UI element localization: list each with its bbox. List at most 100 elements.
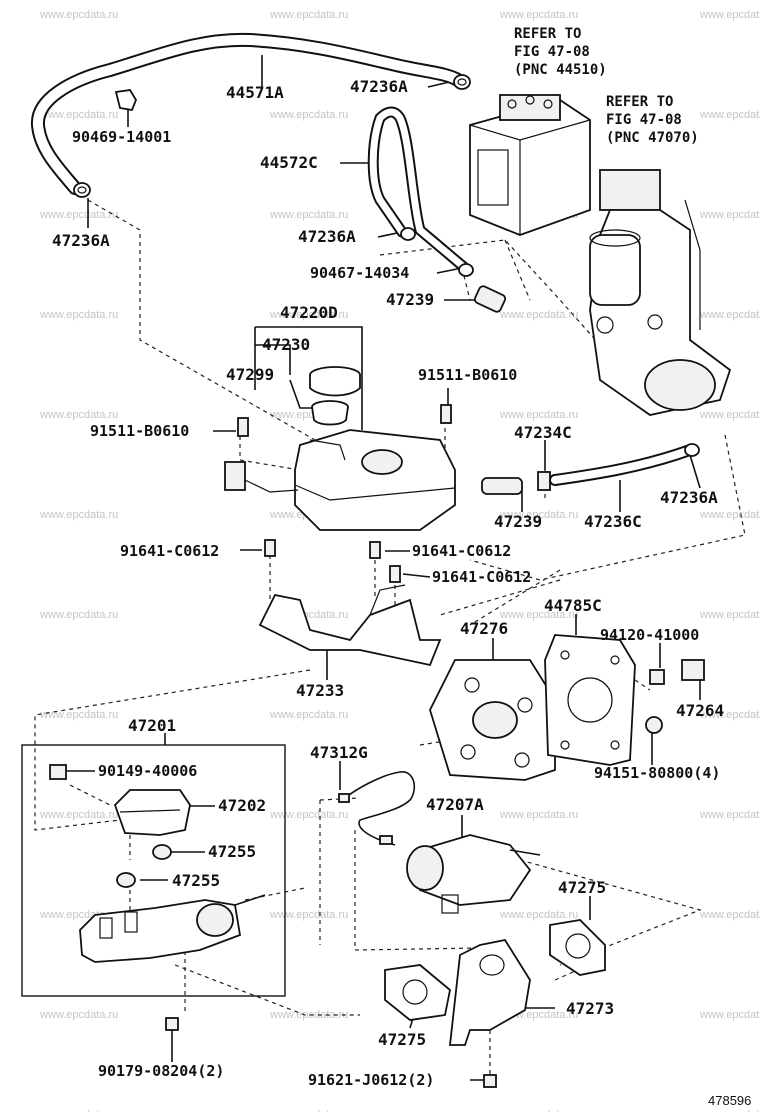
label-47255-a[interactable]: 47255 [208, 842, 256, 861]
ref-44510-line-1: REFER TO [514, 26, 581, 42]
bracket-47273[interactable] [448, 938, 531, 1046]
ref-44510-line-3: (PNC 44510) [514, 62, 607, 78]
watermark-text: www.epcdata.ru [699, 909, 760, 921]
hose-47236c[interactable] [549, 444, 696, 486]
bolt-91511-b0610-left[interactable] [237, 417, 249, 437]
hose-clamp-47236a-mid[interactable] [400, 227, 416, 241]
watermark-text: www.epcdata.ru [699, 709, 760, 721]
grommet-47255-b[interactable] [116, 872, 136, 888]
label-47230[interactable]: 47230 [262, 335, 310, 354]
label-47236c[interactable]: 47236C [584, 512, 642, 531]
bracket-47233[interactable] [258, 584, 442, 667]
watermark-text: www.epcdata.ru [699, 509, 760, 521]
reservoir-tank-47220d[interactable] [224, 429, 456, 531]
watermark-text: www.epcdata.ru [39, 809, 118, 821]
label-44571a[interactable]: 44571A [226, 83, 284, 102]
strainer-47299[interactable] [311, 400, 349, 426]
vacuum-hose-44571a[interactable] [31, 32, 465, 195]
union-47207a[interactable] [406, 834, 541, 914]
label-90149-40006[interactable]: 90149-40006 [98, 762, 197, 780]
label-47255-b[interactable]: 47255 [172, 871, 220, 890]
label-47236a-left[interactable]: 47236A [52, 231, 110, 250]
label-44572c[interactable]: 44572C [260, 153, 318, 172]
gasket-47276[interactable] [429, 659, 556, 781]
watermark-text: www.epcdata.ru [39, 509, 118, 521]
label-91511-b0610-right[interactable]: 91511-B0610 [418, 366, 517, 384]
label-47207a[interactable]: 47207A [426, 795, 484, 814]
label-47234c[interactable]: 47234C [514, 423, 572, 442]
label-47275-right[interactable]: 47275 [558, 878, 606, 897]
vacuum-hose-44572c[interactable] [367, 106, 471, 274]
label-47220d[interactable]: 47220D [280, 303, 338, 322]
watermark-text: www.epcdata.ru [39, 9, 118, 21]
ref-47070-line-3: (PNC 47070) [606, 130, 699, 146]
reference-notes: REFER TO FIG 47-08 (PNC 44510) REFER TO … [514, 26, 699, 146]
watermark-text: www.epcdata.ru [269, 709, 348, 721]
label-94120-41000[interactable]: 94120-41000 [600, 626, 699, 644]
brake-booster-pump-47070[interactable] [589, 169, 732, 416]
label-91641-c0612-right[interactable]: 91641-C0612 [432, 568, 531, 586]
watermark-text: www.epcdata.ru [39, 209, 118, 221]
hose-clamp-47236a-right[interactable] [684, 443, 700, 457]
clip-90467-14034[interactable] [458, 263, 474, 277]
label-90467-14034[interactable]: 90467-14034 [310, 264, 409, 282]
nut-94151-80800[interactable] [645, 716, 663, 734]
label-94151-80800[interactable]: 94151-80800(4) [594, 764, 720, 782]
label-90179-08204[interactable]: 90179-08204(2) [98, 1062, 224, 1080]
label-47201[interactable]: 47201 [128, 716, 176, 735]
label-47299[interactable]: 47299 [226, 365, 274, 384]
hose-clamp-47236a-top[interactable] [453, 74, 471, 90]
union-47234c[interactable] [537, 471, 551, 491]
grommet-47255-a[interactable] [152, 844, 172, 860]
bolt-91641-c0612-right[interactable] [389, 565, 401, 583]
label-47264[interactable]: 47264 [676, 701, 724, 720]
label-47273[interactable]: 47273 [566, 999, 614, 1018]
watermark-text: www.epcdata.ru [699, 809, 760, 821]
watermark-text: www.epcdata.ru [39, 1109, 118, 1112]
label-47239-top[interactable]: 47239 [386, 290, 434, 309]
bolt-90179-08204[interactable] [165, 1017, 179, 1031]
gasket-47275-left[interactable] [384, 964, 451, 1021]
bracket-47264[interactable] [681, 659, 705, 681]
watermark-text: www.epcdata.ru [269, 1109, 348, 1112]
label-47236a-top[interactable]: 47236A [350, 77, 408, 96]
bolt-91641-c0612-mid[interactable] [369, 541, 381, 559]
watermark-text: www.epcdata.ru [39, 409, 118, 421]
check-valve-47239-top[interactable] [473, 285, 507, 313]
switch-harness-47312g[interactable] [338, 771, 416, 846]
bolt-91621-j0612[interactable] [483, 1074, 497, 1088]
label-91621-j0612[interactable]: 91621-J0612(2) [308, 1071, 434, 1089]
label-47275-left[interactable]: 47275 [378, 1030, 426, 1049]
label-47233[interactable]: 47233 [296, 681, 344, 700]
label-90469-14001[interactable]: 90469-14001 [72, 128, 171, 146]
label-44785c[interactable]: 44785C [544, 596, 602, 615]
watermark-text: www.epcdata.ru [699, 9, 760, 21]
clip-90469-14001[interactable] [114, 89, 138, 112]
nut-94120-41000[interactable] [649, 669, 665, 685]
label-47236a-right[interactable]: 47236A [660, 488, 718, 507]
brake-actuator-44510[interactable] [469, 94, 591, 236]
label-91511-b0610-left[interactable]: 91511-B0610 [90, 422, 189, 440]
master-cylinder-body[interactable] [79, 894, 266, 963]
label-47276[interactable]: 47276 [460, 619, 508, 638]
reservoir-47202[interactable] [113, 789, 191, 836]
label-91641-c0612-mid[interactable]: 91641-C0612 [412, 542, 511, 560]
reservoir-cap-47230[interactable] [309, 366, 361, 397]
label-47312g[interactable]: 47312G [310, 743, 368, 762]
watermark-text: www.epcdata.ru [499, 509, 578, 521]
bolt-90149-40006[interactable] [49, 764, 67, 780]
check-valve-47239-mid[interactable] [481, 477, 523, 495]
bolt-91511-b0610-right[interactable] [440, 404, 452, 424]
gasket-47275-right[interactable] [549, 919, 606, 976]
assembly-47201-box [21, 744, 286, 997]
watermark-text: www.epcdata.ru [499, 309, 578, 321]
watermark-text: www.epcdata.ru [499, 609, 578, 621]
label-47202[interactable]: 47202 [218, 796, 266, 815]
label-91641-c0612-left[interactable]: 91641-C0612 [120, 542, 219, 560]
plate-44785c[interactable] [544, 634, 636, 766]
bolt-91641-c0612-left[interactable] [264, 539, 276, 557]
label-47239-mid[interactable]: 47239 [494, 512, 542, 531]
label-47236a-mid[interactable]: 47236A [298, 227, 356, 246]
hose-clamp-47236a-left[interactable] [73, 182, 91, 198]
